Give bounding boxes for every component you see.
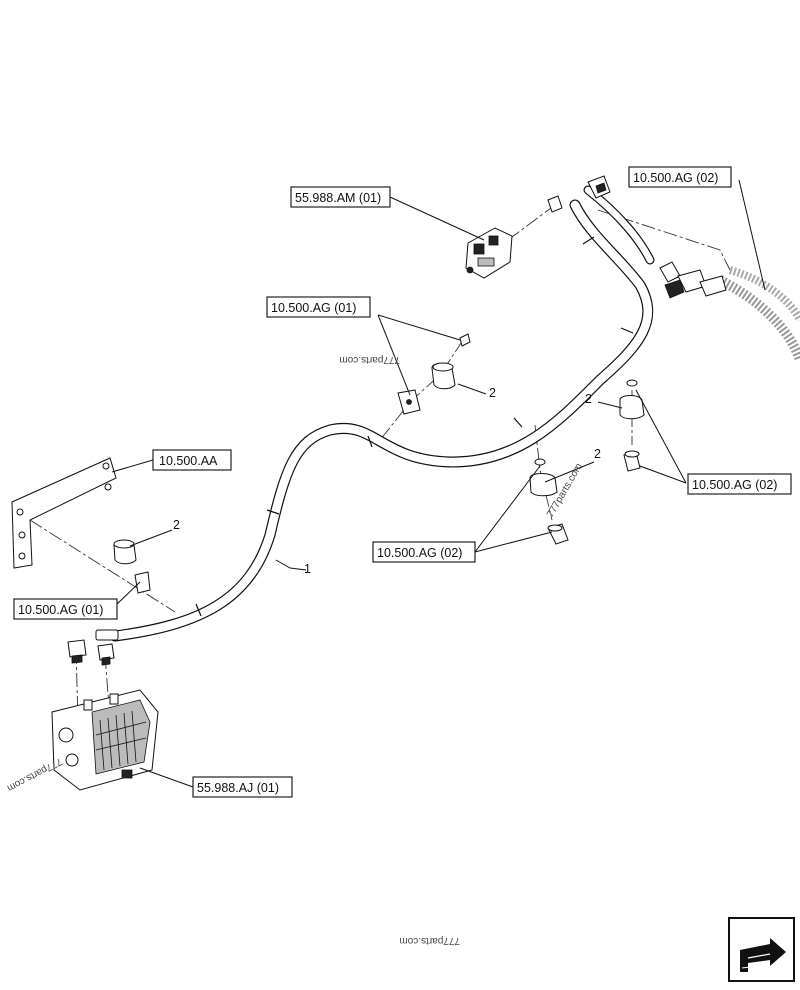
callout-clamp-left: 2: [173, 518, 180, 532]
ref-box-55-988-aj-01: 55.988.AJ (01): [192, 776, 293, 798]
ref-label: 10.500.AG (01): [271, 301, 356, 315]
right-clamp-set: [619, 379, 645, 472]
callout-clamp-mid: 2: [489, 386, 496, 400]
ref-label: 55.988.AM (01): [295, 191, 381, 205]
center-clamp-set: [529, 458, 569, 545]
ref-label: 10.500.AG (02): [692, 478, 777, 492]
ref-label: 10.500.AG (02): [377, 546, 462, 560]
ref-label: 55.988.AJ (01): [197, 781, 279, 795]
watermark-upper: 777parts.com: [339, 354, 400, 365]
next-page-arrow-icon[interactable]: [728, 917, 795, 982]
callout-hose: 1: [304, 562, 311, 576]
ref-box-10-500-ag-02-center: 10.500.AG (02): [372, 541, 476, 563]
leader-lines: [111, 179, 766, 788]
callout-clamp-right: 2: [585, 392, 592, 406]
ref-box-10-500-ag-02-right: 10.500.AG (02): [687, 473, 792, 495]
watermark-bottom: 777parts.com: [399, 935, 460, 946]
callout-clamp-center: 2: [594, 447, 601, 461]
ref-label: 10.500.AG (02): [633, 171, 718, 185]
valve-block-top: [465, 227, 513, 279]
ref-box-55-988-am-01: 55.988.AM (01): [290, 186, 391, 208]
mounting-bracket-plate: [11, 457, 117, 569]
control-valve-block: [51, 689, 159, 791]
ref-box-10-500-aa: 10.500.AA: [152, 449, 232, 471]
valve-fittings: [67, 639, 115, 666]
hydraulic-hose: [95, 185, 655, 642]
top-couplers: [547, 175, 727, 299]
ref-box-10-500-ag-01-left: 10.500.AG (01): [13, 598, 118, 620]
ref-box-10-500-ag-01-mid: 10.500.AG (01): [266, 296, 371, 318]
hose-to-right: [717, 266, 800, 362]
ref-box-10-500-ag-02-top: 10.500.AG (02): [628, 166, 732, 188]
watermark-left: 777parts.com: [5, 755, 64, 793]
ref-label: 10.500.AA: [159, 454, 218, 468]
ref-label: 10.500.AG (01): [18, 603, 103, 617]
mid-clamp-set: [397, 333, 471, 415]
alignment-lines: [29, 204, 731, 721]
